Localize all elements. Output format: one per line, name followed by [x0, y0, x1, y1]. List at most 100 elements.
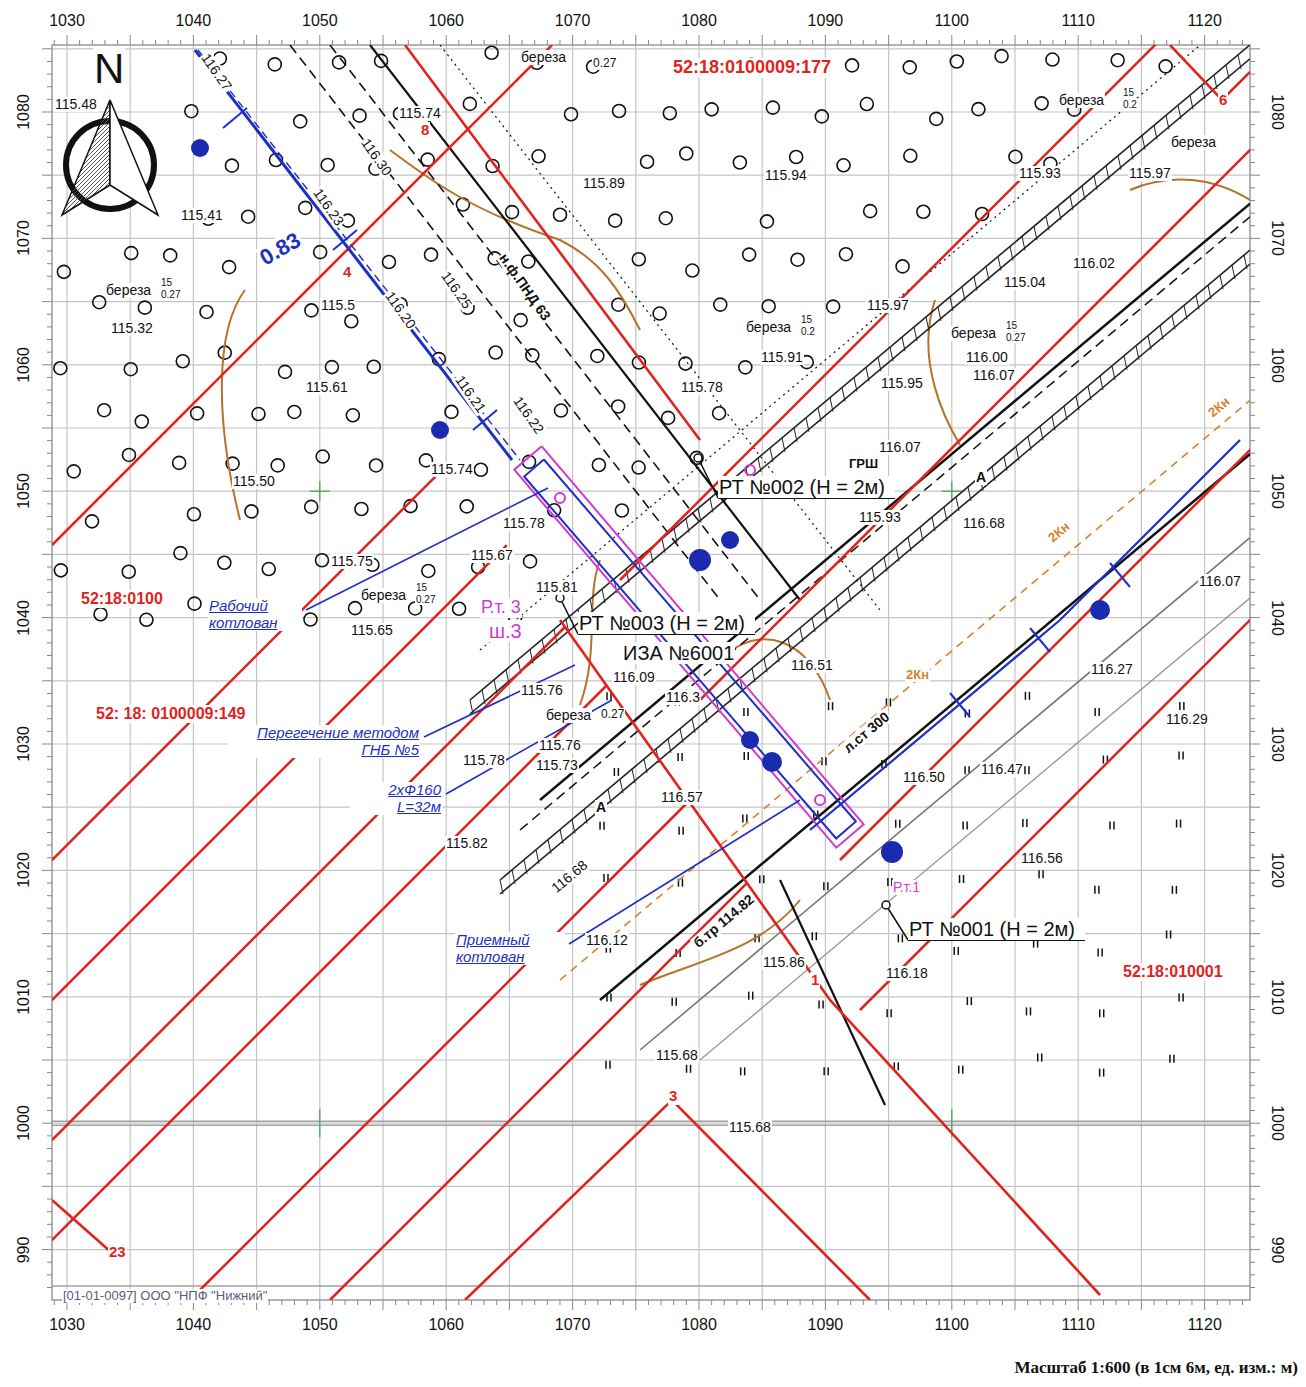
grass-mark	[895, 820, 897, 828]
pipeline-mark	[1030, 628, 1050, 652]
band-hatch	[1208, 285, 1211, 299]
band-hatch	[602, 589, 605, 603]
ruler-tick	[1250, 440, 1255, 441]
grid-line	[1078, 45, 1079, 1300]
ruler-tick	[47, 971, 52, 972]
ruler-tick	[47, 958, 52, 959]
ruler-tick	[1204, 35, 1205, 45]
tree-symbol	[917, 205, 930, 218]
band-hatch	[770, 448, 773, 462]
ruler-tick	[47, 883, 52, 884]
band-hatch	[644, 759, 647, 773]
ruler-tick	[47, 1072, 52, 1073]
map-label: 52:18:0100009:177	[672, 58, 832, 78]
ruler-tick	[47, 592, 52, 593]
tree-symbol	[641, 155, 654, 168]
tree-symbol	[762, 300, 775, 313]
ruler-tick	[736, 1300, 737, 1305]
cadastral-boundary	[52, 685, 607, 1240]
ruler-tick	[1250, 984, 1255, 985]
tree-symbol	[456, 198, 469, 211]
tree-symbol	[766, 101, 779, 114]
tree-symbol	[86, 515, 99, 528]
map-label: 116.07	[878, 440, 922, 455]
ruler-tick	[1250, 301, 1260, 302]
coordinate-label: 1030	[48, 1316, 86, 1334]
ruler-tick	[951, 1300, 952, 1310]
ruler-tick	[901, 40, 902, 45]
ruler-tick	[648, 1300, 649, 1305]
ruler-tick	[420, 1300, 421, 1305]
ruler-tick	[762, 35, 763, 45]
grass-mark	[1176, 886, 1178, 894]
ruler-tick	[1250, 402, 1255, 403]
grass-mark	[886, 1009, 888, 1017]
map-label: береза	[745, 320, 792, 335]
ruler-tick	[1250, 1211, 1255, 1212]
ruler-tick	[1052, 40, 1053, 45]
grass-mark	[1170, 930, 1172, 938]
tree-symbol	[173, 456, 186, 469]
ruler-tick	[825, 35, 826, 45]
map-label: 0.2	[1122, 99, 1138, 110]
ruler-tick	[47, 478, 52, 479]
grass-mark	[954, 947, 956, 955]
map-label: 115.82	[445, 836, 489, 851]
ruler-tick	[699, 35, 700, 45]
band-hatch	[1076, 396, 1079, 410]
ruler-tick	[534, 1300, 535, 1305]
map-label: 115.94	[764, 168, 808, 183]
band-hatch	[776, 648, 779, 662]
map-label: 115.73	[535, 758, 579, 773]
ruler-tick	[1250, 465, 1255, 466]
tree-symbol	[98, 404, 111, 417]
grass-mark	[1026, 819, 1028, 827]
ruler-tick	[484, 40, 485, 45]
ruler-tick	[1250, 428, 1260, 429]
map-label: 116.29	[1165, 712, 1209, 727]
leader-line	[306, 488, 548, 610]
ruler-tick	[1250, 1173, 1255, 1174]
band-hatch	[794, 428, 797, 442]
tree-symbol	[680, 147, 693, 160]
ruler-tick	[433, 40, 434, 45]
grid-line	[446, 45, 447, 1300]
ruler-tick	[1166, 40, 1167, 45]
band-hatch	[884, 557, 887, 571]
ruler-tick	[838, 40, 839, 45]
scale-caption: Масштаб 1:600 (в 1см 6м, ед. изм.: м)	[1015, 1358, 1299, 1378]
ruler-tick	[47, 693, 52, 694]
grass-mark	[1113, 822, 1115, 830]
map-label: 52:18:010001	[1122, 963, 1224, 981]
ruler-tick	[47, 1009, 52, 1010]
tree-symbol	[632, 461, 645, 474]
grid-line	[888, 45, 889, 1300]
map-label: 0.27	[1005, 332, 1026, 343]
ruler-tick	[1217, 1300, 1218, 1305]
grid-line	[52, 1249, 1250, 1250]
map-label: н.ф.ПНД 63	[495, 250, 554, 324]
ruler-tick	[47, 200, 52, 201]
grass-mark	[618, 768, 620, 776]
grid-line	[52, 1186, 1250, 1187]
grass-mark	[1176, 820, 1178, 828]
band-hatch	[692, 719, 695, 733]
note-label: Перегечение методом ГНБ №5	[228, 725, 420, 758]
tree-symbol	[305, 304, 318, 317]
ruler-tick	[1250, 1224, 1255, 1225]
tree-symbol	[524, 555, 537, 568]
ruler-tick	[47, 895, 52, 896]
ruler-tick	[1250, 655, 1255, 656]
map-label: береза	[545, 708, 592, 723]
map-label: 116.25	[437, 268, 475, 313]
coordinate-label: 1080	[680, 12, 718, 30]
coordinate-label: 1030	[15, 725, 33, 763]
band-hatch	[1172, 316, 1175, 330]
grid-line	[52, 48, 1250, 49]
map-label: береза	[105, 283, 152, 298]
cadastral-boundary	[52, 45, 552, 545]
tree-symbol	[896, 260, 909, 273]
ruler-tick	[686, 40, 687, 45]
coordinate-label: 1110	[1061, 12, 1096, 30]
tree-symbol	[353, 109, 366, 122]
